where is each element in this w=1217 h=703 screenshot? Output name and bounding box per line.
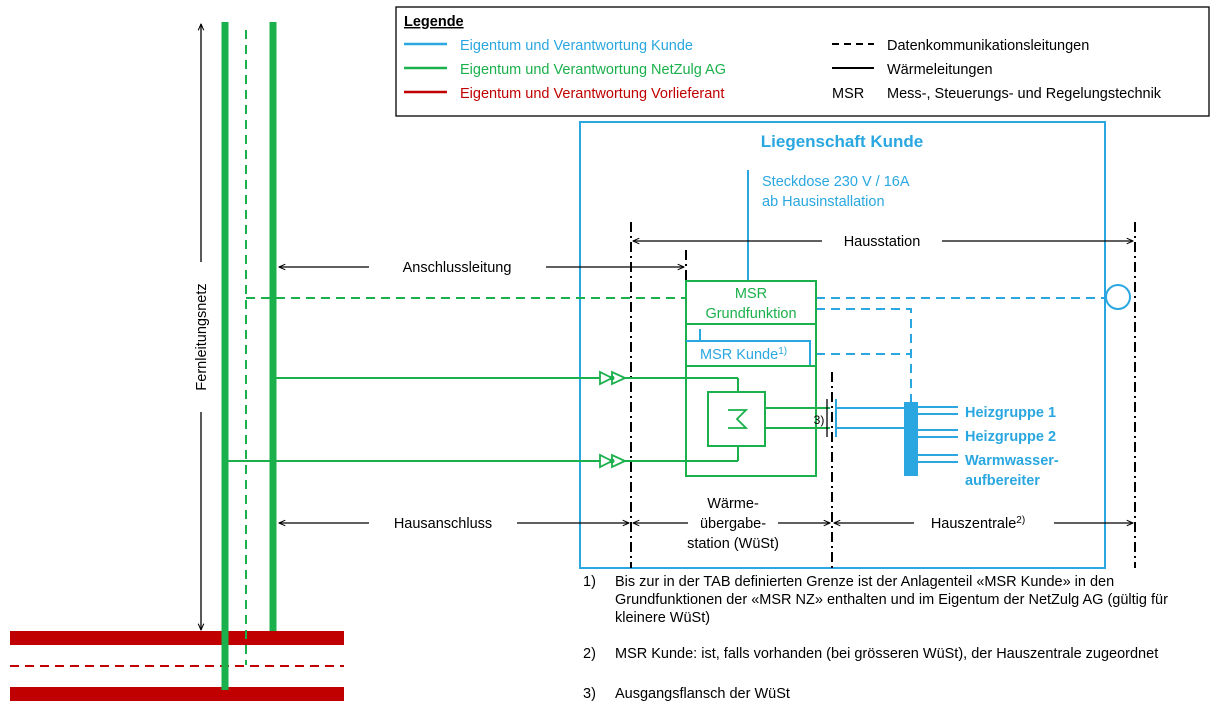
- footnote-2-text: MSR Kunde: ist, falls vorhanden (bei grö…: [615, 646, 1159, 662]
- supplier-pipe-bottom: [10, 687, 344, 701]
- hauszentrale-label: Hauszentrale2): [931, 515, 1025, 532]
- legend-box: [395, 6, 1210, 117]
- legend-item-vorlieferant: Eigentum und Verantwortung Vorlieferant: [460, 86, 724, 102]
- supplier-pipes: [10, 631, 344, 701]
- footnote-3-text: Ausgangsflansch der WüSt: [615, 686, 790, 702]
- hauszentrale-superscript: 2): [1016, 515, 1025, 526]
- steckdose-label-1: Steckdose 230 V / 16A: [762, 174, 910, 190]
- msr-grundfunktion-label-1: MSR: [735, 286, 767, 302]
- network-pipes: [221, 22, 277, 690]
- liegenschaft-kunde: Liegenschaft Kunde Steckdose 230 V / 16A…: [579, 121, 1106, 569]
- heat-exchanger-symbol: [728, 409, 749, 429]
- msr-kunde-box: [686, 340, 811, 366]
- supplier-pipe-top: [10, 631, 344, 645]
- wuest-label-2: übergabe-: [700, 516, 766, 532]
- warmwasser-label-1: Warmwasser-: [965, 453, 1059, 469]
- legend-item-kunde: Eigentum und Verantwortung Kunde: [460, 38, 693, 54]
- waermeuebergabestation: 3): [226, 365, 837, 477]
- valve-return-stem: [609, 458, 615, 464]
- anschlussleitung-label: Anschlussleitung: [403, 260, 512, 276]
- bottom-dimensions: Hausanschluss Wärme- übergabe- station (…: [279, 496, 1133, 552]
- boundaries: [630, 222, 1136, 568]
- footnote-3-number: 3): [583, 686, 596, 702]
- hausstation-dimension: Hausstation: [633, 234, 1133, 250]
- footnote-1-text: Bis zur in der TAB definierten Grenze is…: [615, 574, 1168, 626]
- msr-kunde-text: MSR Kunde: [700, 347, 778, 363]
- steckdose-label-2: ab Hausinstallation: [762, 194, 885, 210]
- legend-item-netzulg: Eigentum und Verantwortung NetZulg AG: [460, 62, 726, 78]
- msr-boxes: MSR Grundfunktion MSR Kunde1): [685, 280, 817, 367]
- distributor-bar: [904, 402, 918, 476]
- footnote-1-number: 1): [583, 574, 596, 590]
- heizgruppe-2-label: Heizgruppe 2: [965, 429, 1056, 445]
- heizgruppe-1-label: Heizgruppe 1: [965, 405, 1056, 421]
- hausanschluss-label: Hausanschluss: [394, 516, 492, 532]
- msr-grundfunktion-label-2: Grundfunktion: [705, 306, 796, 322]
- data-line-blue-to-distributor: [816, 308, 912, 402]
- liegenschaft-title: Liegenschaft Kunde: [761, 132, 923, 151]
- socket-circle: [1105, 284, 1131, 310]
- legend: Legende Eigentum und Verantwortung Kunde…: [395, 6, 1210, 117]
- msr-kunde-label: MSR Kunde1): [700, 346, 787, 363]
- data-lines: [246, 284, 1131, 402]
- hauszentrale-distribution: Heizgruppe 1 Heizgruppe 2 Warmwasser- au…: [836, 402, 1059, 489]
- wuest-label-3: station (WüSt): [687, 536, 779, 552]
- msr-kunde-superscript: 1): [778, 346, 787, 357]
- hauszentrale-text: Hauszentrale: [931, 516, 1016, 532]
- legend-msr-abbr: MSR: [832, 86, 864, 102]
- hausstation-label: Hausstation: [844, 234, 921, 250]
- legend-solid-label: Wärmeleitungen: [887, 62, 993, 78]
- msr-grundfunktion-box: [685, 280, 817, 325]
- liegenschaft-box: [579, 121, 1106, 569]
- legend-dashed-label: Datenkommunikationsleitungen: [887, 38, 1089, 54]
- flange-note: 3): [814, 413, 825, 427]
- wuest-label-1: Wärme-: [707, 496, 759, 512]
- footnote-2-number: 2): [583, 646, 596, 662]
- wuest-box: [685, 365, 817, 477]
- legend-msr-label: Mess-, Steuerungs- und Regelungstechnik: [887, 86, 1162, 102]
- anschlussleitung-dimension: Anschlussleitung: [279, 260, 684, 276]
- warmwasser-label-2: aufbereiter: [965, 473, 1040, 489]
- fernleitungsnetz-dimension: Fernleitungsnetz: [194, 24, 210, 630]
- fernleitungsnetz-label: Fernleitungsnetz: [194, 283, 210, 390]
- legend-title: Legende: [404, 14, 464, 30]
- valve-supply-stem: [609, 375, 615, 381]
